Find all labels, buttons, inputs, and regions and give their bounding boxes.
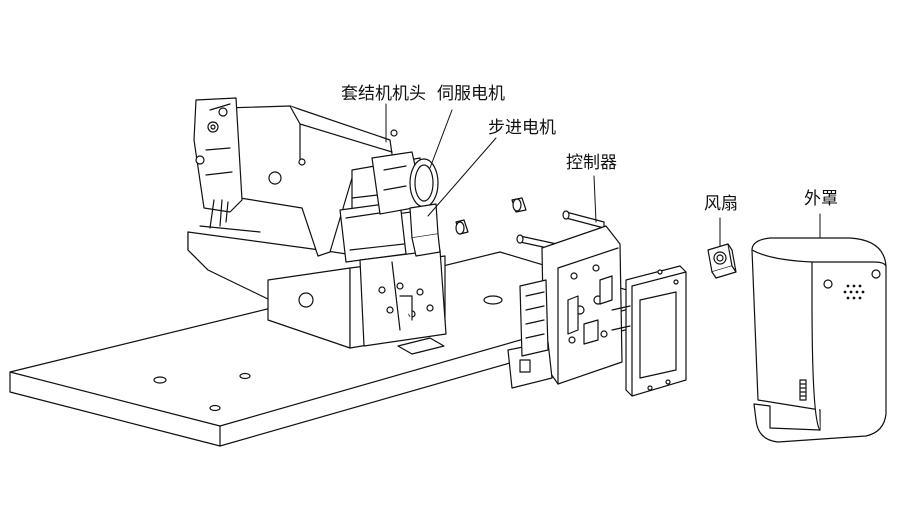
leader-lines (386, 104, 820, 246)
fan (708, 244, 736, 278)
label-stepper-motor: 步进电机 (488, 118, 556, 138)
leader-controller (594, 176, 596, 222)
controller (508, 211, 622, 388)
servo-motor (372, 152, 438, 214)
table-board (10, 252, 660, 446)
label-fan: 风扇 (704, 194, 738, 214)
cover (752, 238, 886, 442)
mounting-bracket (612, 266, 686, 396)
label-sewing-head: 套结机机头 (341, 84, 426, 104)
stepper-motor (410, 204, 440, 256)
leader-stepper-motor (428, 138, 496, 216)
label-controller: 控制器 (566, 153, 617, 173)
cover-vent-holes (843, 284, 865, 300)
label-servo-motor: 伺服电机 (437, 84, 505, 104)
bushing-parts (456, 198, 526, 234)
label-cover: 外罩 (804, 189, 838, 209)
sewing-machine-head (188, 98, 446, 348)
leader-servo-motor (430, 110, 452, 168)
